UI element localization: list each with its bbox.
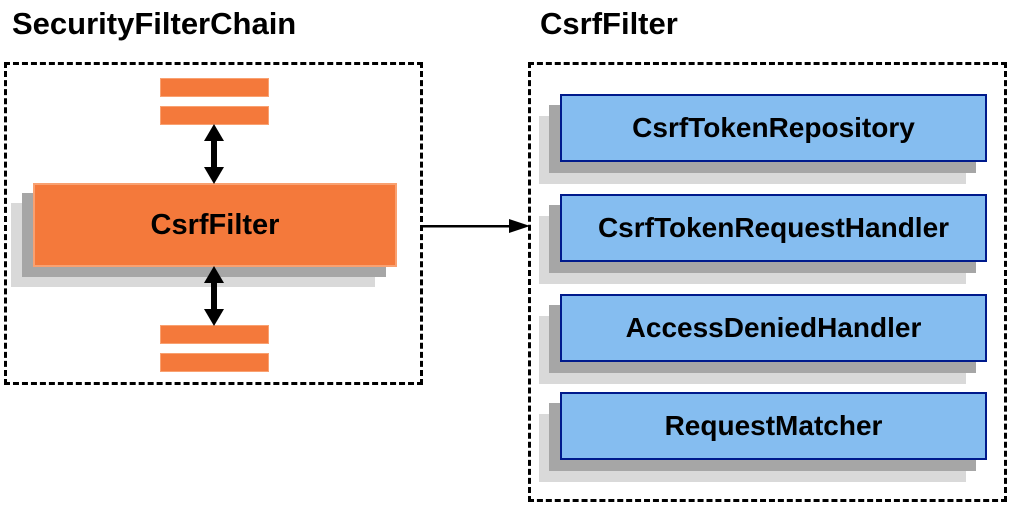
component-label: AccessDeniedHandler [625, 312, 922, 343]
component-box-csrf-token-request-handler: CsrfTokenRequestHandler [560, 194, 987, 262]
component-label: RequestMatcher [664, 410, 883, 441]
component-box-csrf-token-repository: CsrfTokenRepository [560, 94, 987, 162]
component-label: CsrfTokenRequestHandler [597, 212, 950, 243]
component-label: CsrfTokenRepository [632, 112, 915, 143]
security-filter-chain-title: SecurityFilterChain [12, 6, 297, 41]
other-filter-bar [160, 106, 269, 125]
csrf-filter-title: CsrfFilter [540, 6, 678, 41]
other-filter-bar [160, 353, 269, 372]
other-filter-bar [160, 325, 269, 344]
csrf-filter-box-label: CsrfFilter [150, 208, 280, 241]
csrf-filter-container [528, 62, 1007, 502]
double-arrow-top-icon [204, 124, 224, 184]
component-box-request-matcher: RequestMatcher [560, 392, 987, 460]
security-filter-chain-container [4, 62, 423, 385]
component-box-access-denied-handler: AccessDeniedHandler [560, 294, 987, 362]
flow-arrow-icon [420, 219, 530, 233]
double-arrow-bottom-icon [204, 266, 224, 326]
other-filter-bar [160, 78, 269, 97]
csrf-filter-box: CsrfFilter [33, 183, 397, 267]
